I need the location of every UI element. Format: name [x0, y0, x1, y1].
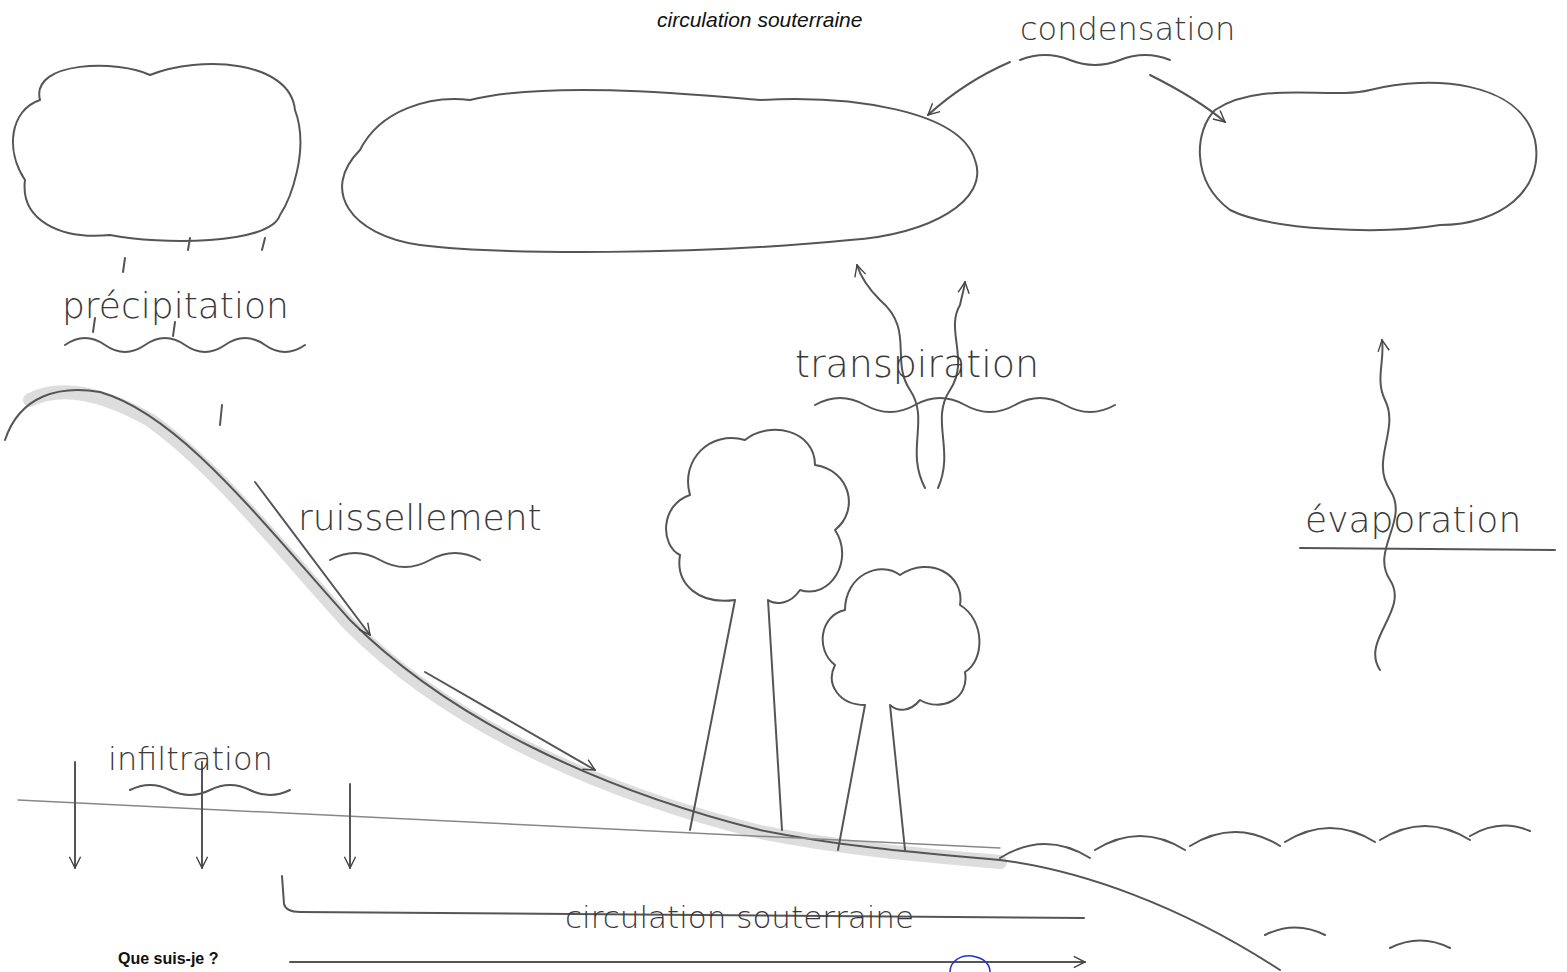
condensation-arrow	[1150, 75, 1225, 122]
process-label: ruissellement	[298, 498, 542, 538]
tree	[823, 567, 980, 850]
hill-shading	[30, 392, 1000, 862]
underline	[65, 338, 305, 352]
infiltration-arrow	[349, 784, 351, 868]
runoff-arrow	[425, 672, 595, 770]
water-waves	[1265, 928, 1450, 949]
underline	[1300, 548, 1555, 550]
hill-outline	[5, 390, 1280, 970]
condensation-arrow	[928, 62, 1010, 115]
teacher-mark	[950, 956, 990, 972]
cloud	[1200, 83, 1537, 230]
infiltration-arrow	[74, 762, 76, 868]
process-label: précipitation	[62, 286, 289, 326]
underline	[330, 553, 480, 567]
water-waves	[1000, 826, 1530, 858]
ground-line	[18, 800, 1000, 848]
underline	[130, 785, 290, 795]
groundwater-arrow	[290, 961, 1085, 963]
process-label: condensation	[1020, 12, 1235, 47]
process-label: transpiration	[795, 344, 1039, 386]
tree	[666, 430, 849, 830]
process-label: circulation souterraine	[565, 900, 914, 934]
printed-heading: circulation souterraine	[657, 8, 862, 31]
cloud	[13, 64, 300, 241]
process-label: infiltration	[108, 742, 273, 777]
underline	[815, 398, 1115, 412]
infiltration-arrow	[201, 762, 203, 868]
cloud	[342, 90, 977, 252]
underline	[1020, 55, 1170, 65]
rain-drops	[93, 238, 265, 425]
question-note: Que suis-je ?	[118, 950, 218, 968]
process-label: évaporation	[1305, 500, 1521, 540]
